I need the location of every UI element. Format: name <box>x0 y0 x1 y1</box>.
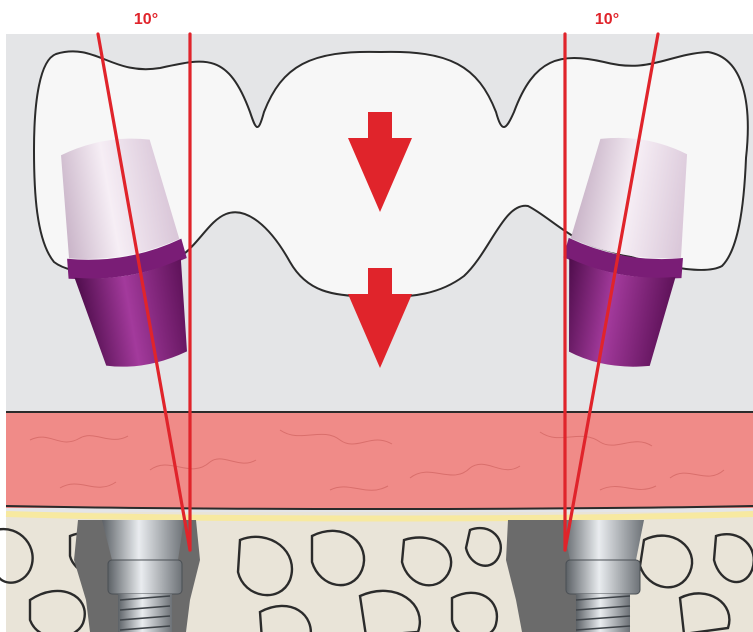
right-angle-label: 10° <box>595 11 619 28</box>
left-implant-collar <box>102 520 184 560</box>
right-implant <box>506 520 644 632</box>
gingiva-band <box>6 412 753 508</box>
right-implant-platform <box>566 560 640 594</box>
left-implant <box>74 520 200 632</box>
left-angle-label: 10° <box>134 11 158 28</box>
left-implant-platform <box>108 560 182 594</box>
right-implant-collar <box>562 520 644 560</box>
